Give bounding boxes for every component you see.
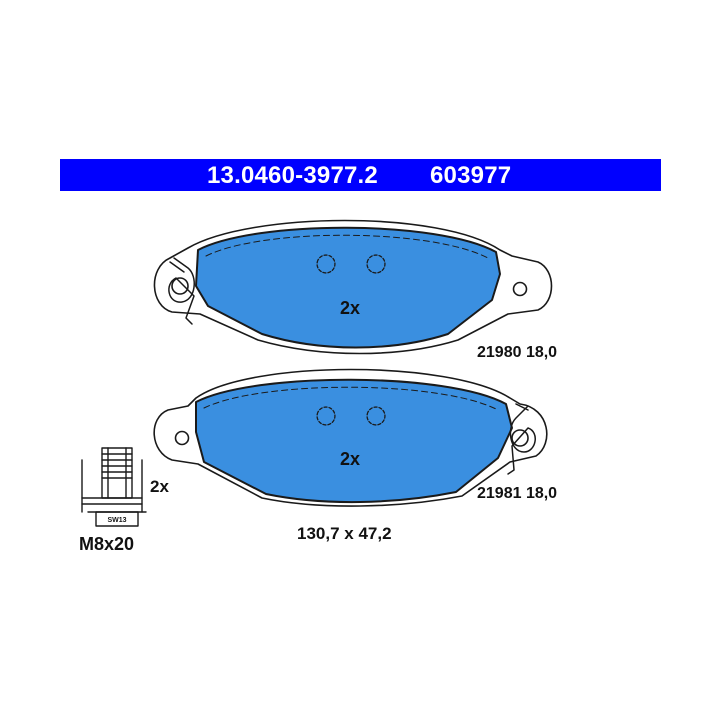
upper-pad-spec: 21980 18,0 (477, 344, 558, 361)
header-banner: 13.0460-3977.2 603977 (60, 159, 661, 191)
bolt-icon (81, 447, 147, 527)
lower-wear-marks (316, 406, 386, 426)
lower-pad-quantity: 2x (340, 449, 361, 469)
upper-pad-quantity: 2x (340, 298, 361, 318)
wrench-mark: SW13 (107, 517, 126, 524)
bolt-quantity: 2x (150, 477, 169, 496)
lower-pad-friction-material (195, 378, 513, 504)
short-number: 603977 (430, 162, 512, 189)
lower-spring-clip (507, 403, 536, 475)
lower-pad-spec: 21981 18,0 (477, 485, 558, 502)
upper-pad-friction-material (195, 226, 501, 349)
part-number: 13.0460-3977.2 (207, 162, 378, 189)
pad-dimensions: 130,7 x 47,2 (297, 524, 392, 543)
upper-spring-clip (168, 257, 195, 325)
bolt-size: M8x20 (79, 534, 135, 554)
upper-wear-marks (316, 254, 386, 274)
